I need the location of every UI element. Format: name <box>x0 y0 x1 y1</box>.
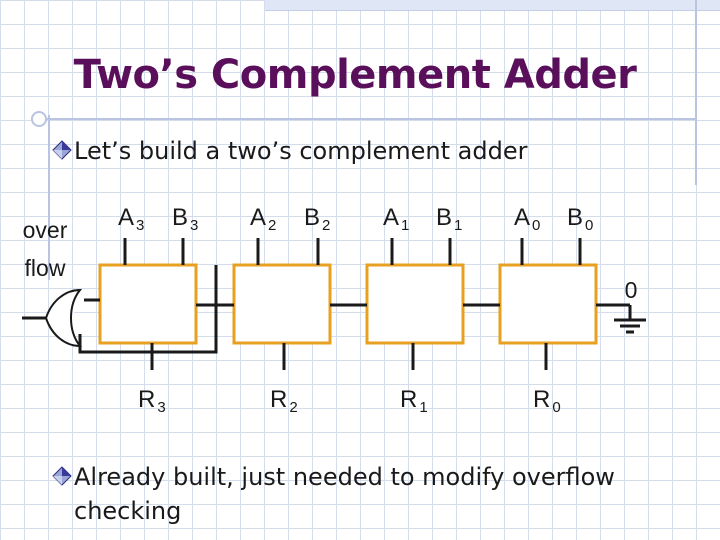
decorative-right-line <box>695 0 697 185</box>
carry-in-label: 0 <box>625 277 638 303</box>
bullet-text: Let’s build a two’s complement adder <box>74 137 528 165</box>
adder-box-bit-1 <box>365 263 465 345</box>
overflow-label-line-2: flow <box>25 255 66 281</box>
adder-box-bit-0 <box>498 263 598 345</box>
diamond-bullet-icon <box>52 140 72 160</box>
circuit-wires <box>22 238 646 370</box>
overflow-label-line-1: over <box>23 217 68 243</box>
bullet-already-built: Already built, just needed to modify ove… <box>52 460 692 528</box>
decorative-title-underline <box>36 118 696 120</box>
adder-box-bit-2 <box>232 263 332 345</box>
slide-title: Two’s Complement Adder <box>73 52 637 98</box>
decorative-circle <box>31 111 47 127</box>
decorative-top-bar <box>265 0 720 11</box>
decorative-left-line <box>48 115 50 280</box>
bullet-text: Already built, just needed to modify ove… <box>74 463 615 525</box>
xor-gate-icon <box>44 288 83 348</box>
adder-box-bit-3 <box>98 263 198 345</box>
diamond-bullet-icon <box>52 466 72 486</box>
bullet-build-adder: Let’s build a two’s complement adder <box>52 134 527 168</box>
